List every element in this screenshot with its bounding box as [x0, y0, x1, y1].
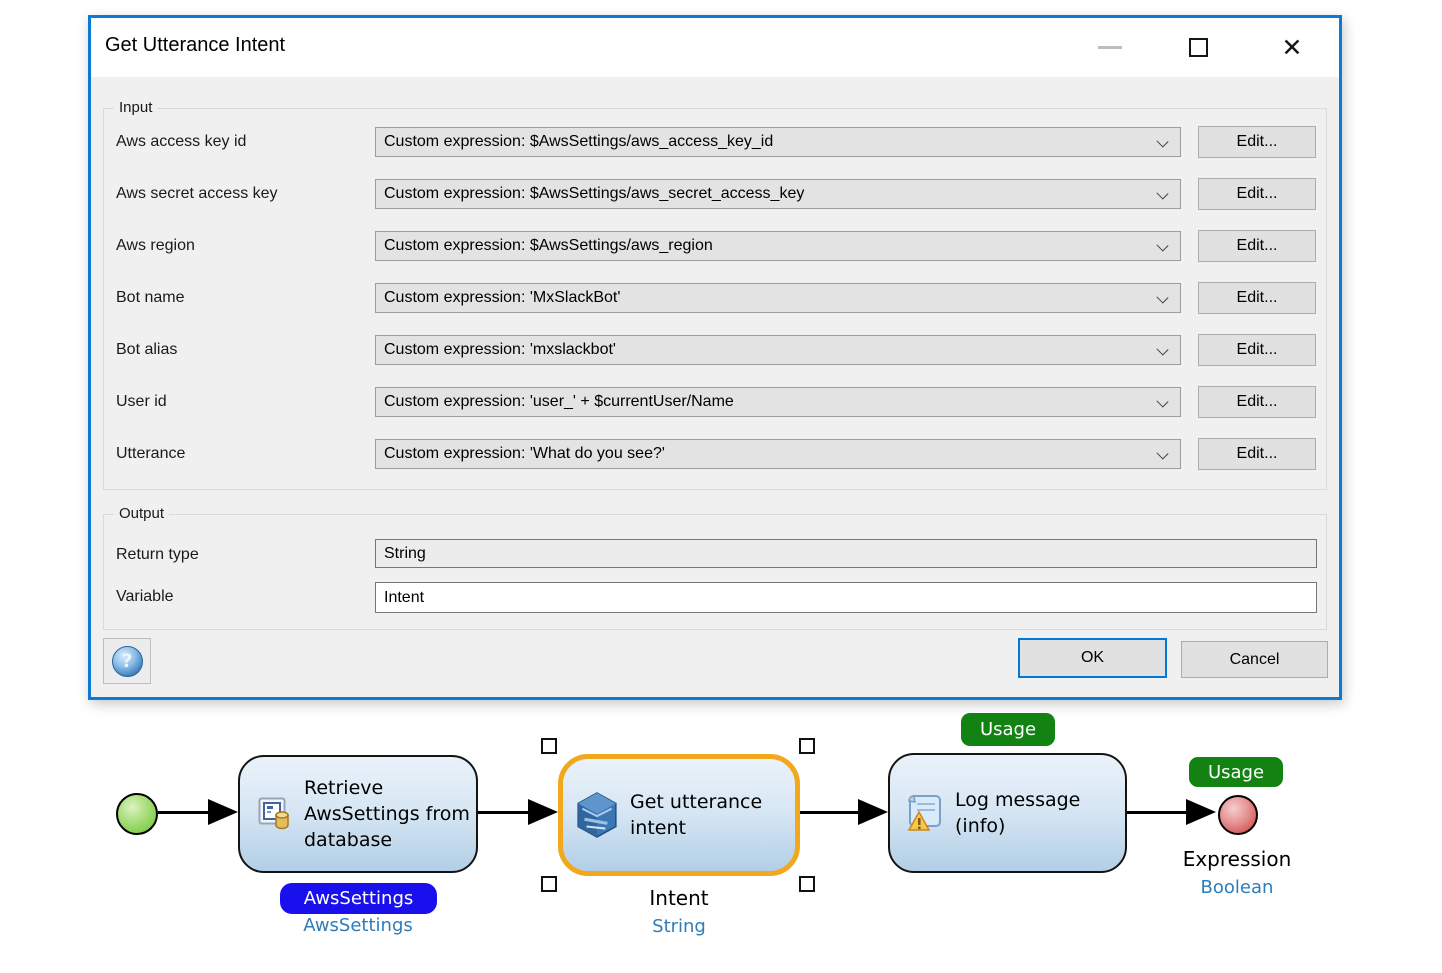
- edit-button-label: Edit...: [1236, 237, 1278, 254]
- combobox-value: Custom expression: 'mxslackbot': [384, 341, 616, 358]
- combobox-user-id[interactable]: Custom expression: 'user_' + $currentUse…: [375, 387, 1181, 417]
- end-event[interactable]: [1218, 795, 1258, 835]
- edit-button-aws-access-key-id[interactable]: Edit...: [1198, 126, 1316, 158]
- ok-button[interactable]: OK: [1018, 638, 1167, 678]
- selection-handle-bottom-left[interactable]: [541, 876, 557, 892]
- combobox-aws-access-key-id[interactable]: Custom expression: $AwsSettings/aws_acce…: [375, 127, 1181, 157]
- field-label-utterance: Utterance: [116, 445, 186, 462]
- edit-button-user-id[interactable]: Edit...: [1198, 386, 1316, 418]
- help-question-icon: ?: [111, 645, 143, 677]
- flow-arrow-line: [1127, 811, 1189, 814]
- start-event[interactable]: [116, 793, 158, 835]
- activity-log-message[interactable]: Log message (info): [888, 753, 1127, 873]
- edit-button-utterance[interactable]: Edit...: [1198, 438, 1316, 470]
- field-label-aws-secret-access-key: Aws secret access key: [116, 185, 278, 202]
- microflow-diagram: Retrieve AwsSettings from database Get u…: [0, 700, 1442, 973]
- aws-lex-hexagon-icon: [577, 792, 617, 838]
- selection-handle-top-right[interactable]: [799, 738, 815, 754]
- input-group: Input: [103, 99, 1327, 490]
- end-event-type-label: Boolean: [1200, 877, 1274, 898]
- field-label-aws-region: Aws region: [116, 237, 195, 254]
- output-group-label: Output: [114, 505, 170, 522]
- chevron-down-icon: [1156, 291, 1169, 304]
- combobox-value: Custom expression: 'MxSlackBot': [384, 289, 621, 306]
- output-type-label: String: [652, 916, 706, 937]
- usage-badge-log-message: Usage: [961, 713, 1055, 746]
- flow-arrowhead-icon: [528, 799, 558, 825]
- close-button[interactable]: ✕: [1259, 18, 1325, 77]
- edit-button-aws-secret-access-key[interactable]: Edit...: [1198, 178, 1316, 210]
- combobox-value: Custom expression: 'What do you see?': [384, 445, 665, 462]
- flow-arrowhead-icon: [208, 799, 238, 825]
- activity-retrieve-awssettings[interactable]: Retrieve AwsSettings from database: [238, 755, 478, 873]
- maximize-icon: [1188, 38, 1208, 57]
- variable-badge-awssettings: AwsSettings: [280, 883, 437, 914]
- edit-button-label: Edit...: [1236, 185, 1278, 202]
- chevron-down-icon: [1156, 343, 1169, 356]
- chevron-down-icon: [1156, 135, 1169, 148]
- log-message-icon: [907, 795, 941, 831]
- cancel-button[interactable]: Cancel: [1181, 641, 1328, 678]
- return-type-label: Return type: [116, 546, 199, 563]
- flow-arrow-line: [800, 811, 858, 814]
- return-type-value: String: [375, 539, 1317, 568]
- combobox-aws-secret-access-key[interactable]: Custom expression: $AwsSettings/aws_secr…: [375, 179, 1181, 209]
- field-label-bot-name: Bot name: [116, 289, 185, 306]
- field-label-user-id: User id: [116, 393, 167, 410]
- flow-arrowhead-icon: [1186, 799, 1216, 825]
- dialog-title: Get Utterance Intent: [105, 34, 286, 56]
- combobox-bot-name[interactable]: Custom expression: 'MxSlackBot': [375, 283, 1181, 313]
- combobox-utterance[interactable]: Custom expression: 'What do you see?': [375, 439, 1181, 469]
- field-label-bot-alias: Bot alias: [116, 341, 178, 358]
- edit-button-label: Edit...: [1236, 133, 1278, 150]
- cancel-button-label: Cancel: [1229, 650, 1280, 668]
- help-button[interactable]: ?: [103, 638, 151, 684]
- variable-type-label: AwsSettings: [303, 915, 413, 936]
- edit-button-label: Edit...: [1236, 393, 1278, 410]
- combobox-value: Custom expression: $AwsSettings/aws_regi…: [384, 237, 713, 254]
- minimize-icon: [1098, 46, 1122, 49]
- combobox-bot-alias[interactable]: Custom expression: 'mxslackbot': [375, 335, 1181, 365]
- combobox-value: Custom expression: $AwsSettings/aws_secr…: [384, 185, 805, 202]
- activity-get-utterance-intent[interactable]: Get utterance intent: [558, 754, 800, 876]
- edit-button-aws-region[interactable]: Edit...: [1198, 230, 1316, 262]
- retrieve-from-database-icon: [258, 797, 289, 830]
- title-bar: Get Utterance Intent ✕: [91, 18, 1339, 77]
- flow-arrow-line: [478, 811, 530, 814]
- activity-title: Get utterance intent: [630, 791, 763, 839]
- close-icon: ✕: [1281, 33, 1303, 62]
- dialog-body: Input Aws access key id Custom expressio…: [91, 77, 1339, 697]
- output-group: Output: [103, 505, 1327, 630]
- edit-button-bot-name[interactable]: Edit...: [1198, 282, 1316, 314]
- combobox-value: Custom expression: 'user_' + $currentUse…: [384, 393, 734, 410]
- dialog-get-utterance-intent: Get Utterance Intent ✕ Input Aws access …: [88, 15, 1342, 700]
- selection-handle-bottom-right[interactable]: [799, 876, 815, 892]
- flow-arrowhead-icon: [858, 799, 888, 825]
- combobox-aws-region[interactable]: Custom expression: $AwsSettings/aws_regi…: [375, 231, 1181, 261]
- activity-title: Log message (info): [955, 789, 1081, 837]
- minimize-button[interactable]: [1077, 18, 1143, 77]
- input-group-label: Input: [114, 99, 158, 116]
- variable-input[interactable]: [375, 582, 1317, 613]
- edit-button-label: Edit...: [1236, 289, 1278, 306]
- activity-title: Retrieve AwsSettings from database: [304, 777, 470, 851]
- edit-button-label: Edit...: [1236, 341, 1278, 358]
- flow-arrow-line: [158, 811, 214, 814]
- edit-button-label: Edit...: [1236, 445, 1278, 462]
- end-event-label: Expression: [1182, 847, 1292, 871]
- ok-button-label: OK: [1080, 649, 1105, 666]
- chevron-down-icon: [1156, 187, 1169, 200]
- edit-button-bot-alias[interactable]: Edit...: [1198, 334, 1316, 366]
- output-name-label: Intent: [649, 886, 709, 910]
- selection-handle-top-left[interactable]: [541, 738, 557, 754]
- field-label-aws-access-key-id: Aws access key id: [116, 133, 247, 150]
- variable-label: Variable: [116, 588, 174, 605]
- combobox-value: Custom expression: $AwsSettings/aws_acce…: [384, 133, 774, 150]
- maximize-button[interactable]: [1165, 18, 1231, 77]
- chevron-down-icon: [1156, 239, 1169, 252]
- chevron-down-icon: [1156, 395, 1169, 408]
- usage-badge-end-event: Usage: [1189, 757, 1283, 787]
- chevron-down-icon: [1156, 447, 1169, 460]
